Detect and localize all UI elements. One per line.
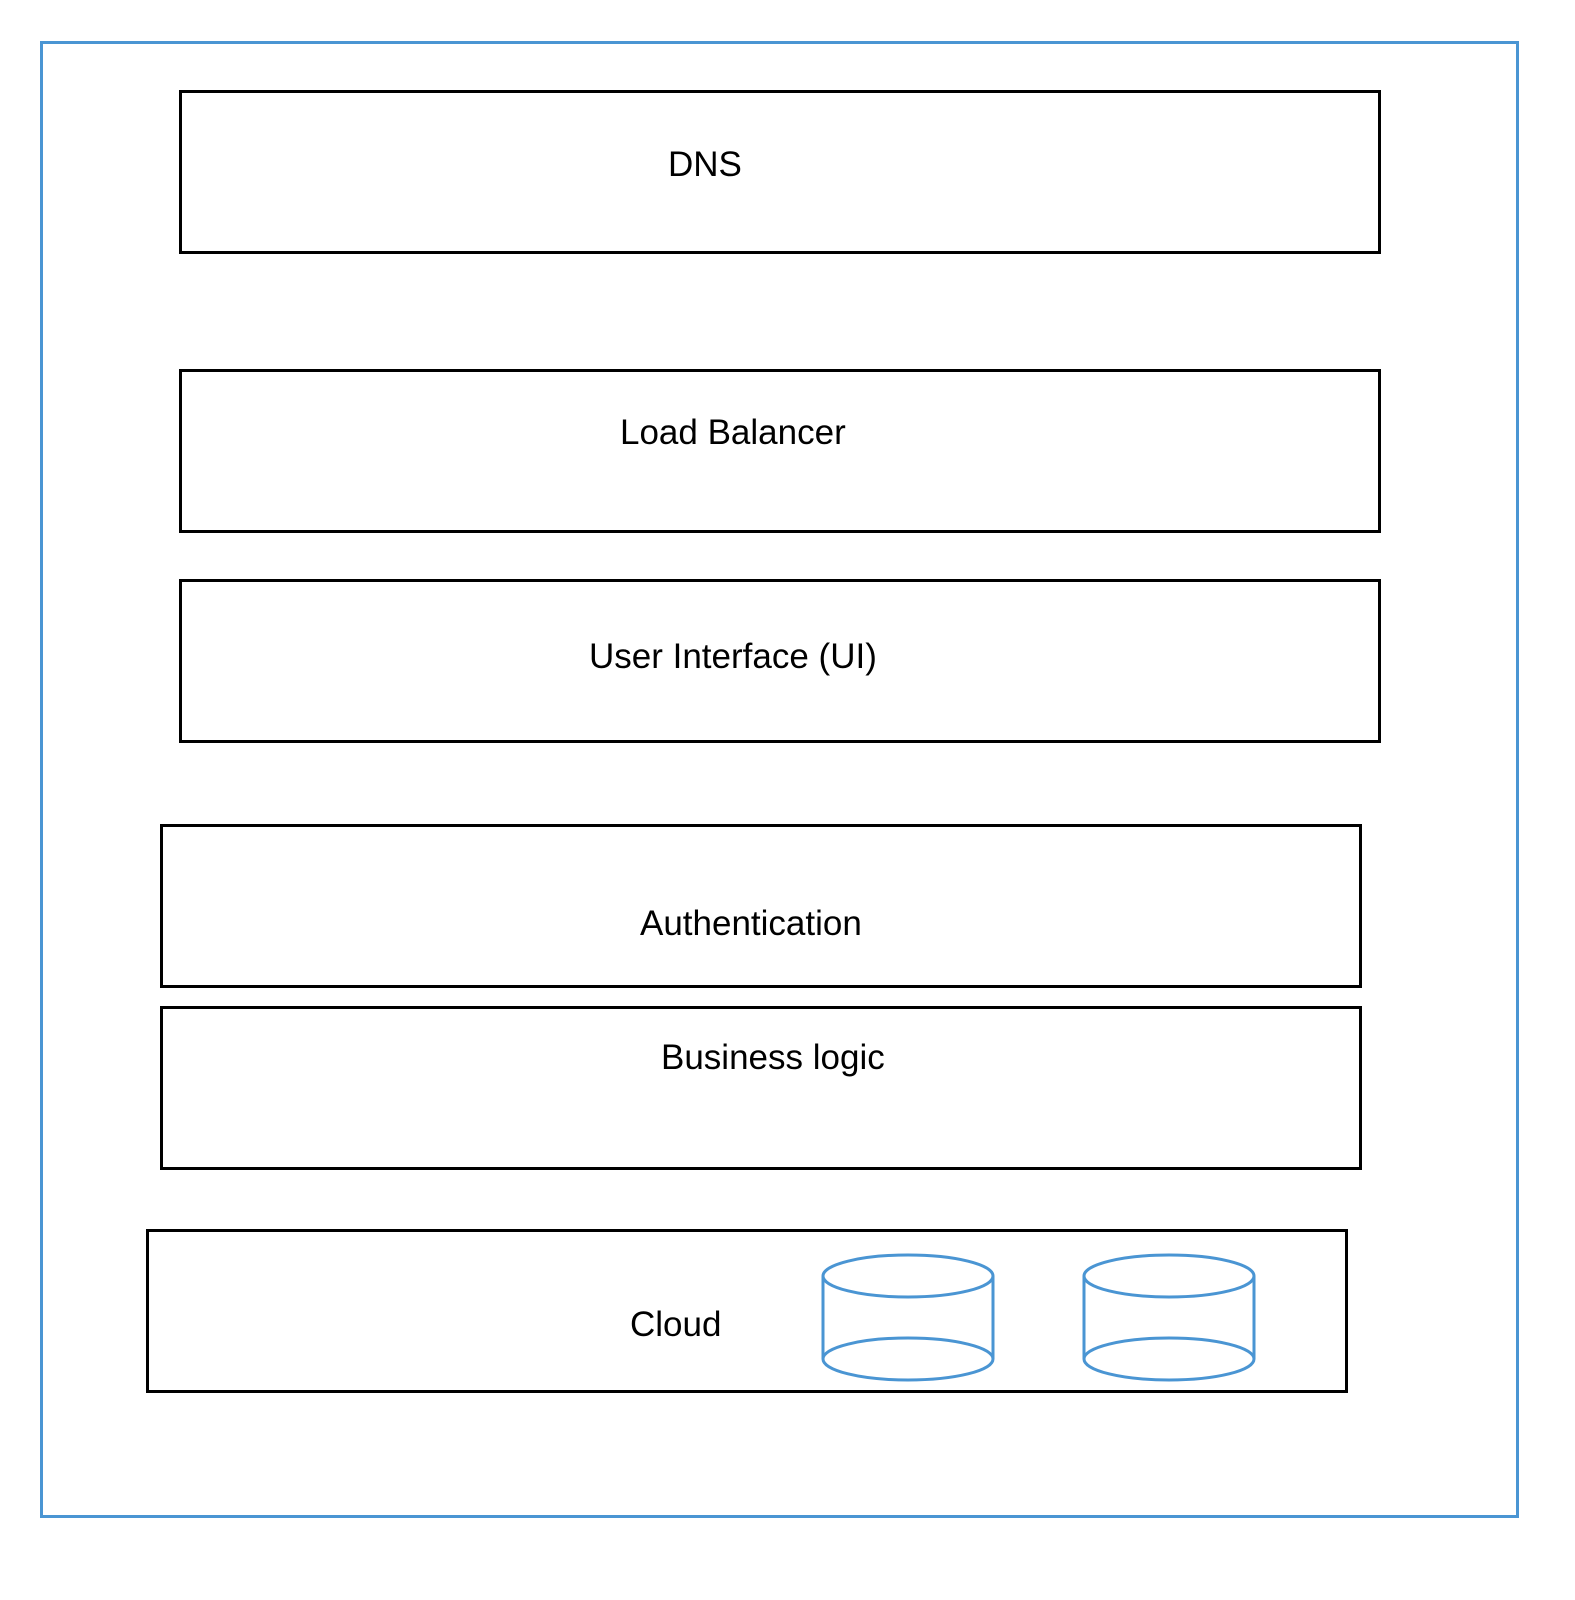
database-icon [821, 1253, 995, 1382]
layer-dns-box: DNS [179, 90, 1381, 254]
layer-authentication-label: Authentication [640, 904, 862, 943]
layer-user-interface-label: User Interface (UI) [589, 637, 877, 676]
layer-user-interface-box: User Interface (UI) [179, 579, 1381, 743]
diagram-frame [40, 41, 1519, 1518]
layer-dns-label: DNS [668, 145, 742, 184]
layer-cloud-box: Cloud [146, 1229, 1348, 1393]
layer-business-logic-box: Business logic [160, 1006, 1362, 1170]
layer-load-balancer-label: Load Balancer [620, 413, 846, 452]
database-icon [1082, 1253, 1256, 1382]
layer-load-balancer-box: Load Balancer [179, 369, 1381, 533]
layer-authentication-box: Authentication [160, 824, 1362, 988]
layer-business-logic-label: Business logic [661, 1038, 885, 1077]
layer-cloud-label: Cloud [630, 1305, 722, 1344]
